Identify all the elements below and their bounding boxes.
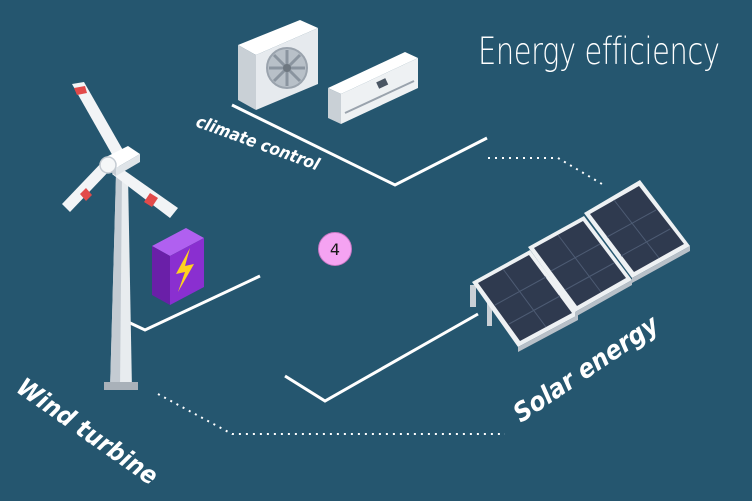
wind-dotted-line [157, 393, 505, 435]
connector-lines [127, 103, 488, 403]
solar-panels-icon [470, 180, 690, 352]
ac-indoor-unit-icon [328, 52, 418, 124]
solar-dotted-line [488, 157, 603, 185]
turbine-connector [127, 274, 261, 332]
dotted-connectors [157, 157, 603, 435]
power-box-icon [152, 228, 204, 305]
lightning-bolt-icon [176, 248, 194, 292]
wind-turbine-icon [62, 82, 178, 390]
solar-connector [284, 312, 479, 403]
step-number-badge[interactable]: 4 [318, 232, 352, 266]
page-title: Energy efficiency [478, 30, 720, 73]
ac-outdoor-unit-icon [238, 20, 318, 110]
climate-connector [231, 103, 488, 187]
